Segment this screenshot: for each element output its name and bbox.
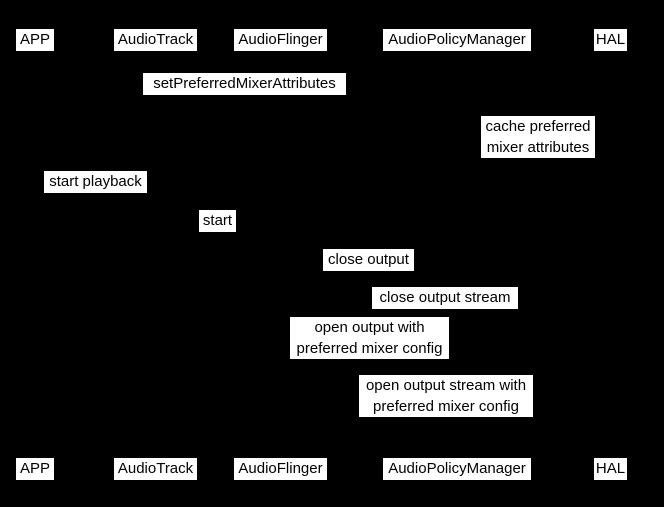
participant-header-hal: HAL xyxy=(594,29,627,51)
participant-header-audiopolicymanager: AudioPolicyManager xyxy=(383,29,531,51)
message-line: preferred mixer config xyxy=(373,398,519,415)
msg-start: start xyxy=(199,210,236,232)
msg-close-output-stream: close output stream xyxy=(372,287,518,309)
msg-cache-preferred-mixer-attributes: cache preferred mixer attributes xyxy=(481,116,595,158)
message-line: cache preferred xyxy=(485,118,591,135)
lifeline-app xyxy=(35,51,36,478)
message-line: open output stream with xyxy=(365,377,527,394)
msg-open-output-stream-with-preferred-mixer-config: open output stream with preferred mixer c… xyxy=(359,375,533,417)
message-line: mixer attributes xyxy=(486,139,590,156)
message-line: open output with xyxy=(314,319,425,336)
lifeline-audiotrack xyxy=(156,51,157,478)
msg-start-playback: start playback xyxy=(44,171,147,193)
participant-footer-audiopolicymanager: AudioPolicyManager xyxy=(383,458,531,480)
participant-footer-app: APP xyxy=(16,458,54,480)
participant-footer-audiotrack: AudioTrack xyxy=(114,458,197,480)
lifeline-audioflinger xyxy=(281,51,282,478)
msg-close-output: close output xyxy=(323,249,414,271)
lifeline-hal xyxy=(611,51,612,478)
msg-open-output-with-preferred-mixer-config: open output with preferred mixer config xyxy=(290,317,449,359)
msg-set-preferred-mixer-attributes: setPreferredMixerAttributes xyxy=(143,73,346,95)
participant-header-app: APP xyxy=(16,29,54,51)
participant-footer-audioflinger: AudioFlinger xyxy=(234,458,327,480)
message-line: preferred mixer config xyxy=(296,340,443,357)
participant-header-audioflinger: AudioFlinger xyxy=(234,29,327,51)
participant-header-audiotrack: AudioTrack xyxy=(114,29,197,51)
lifeline-audiopolicymanager xyxy=(457,51,458,478)
participant-footer-hal: HAL xyxy=(594,458,627,480)
